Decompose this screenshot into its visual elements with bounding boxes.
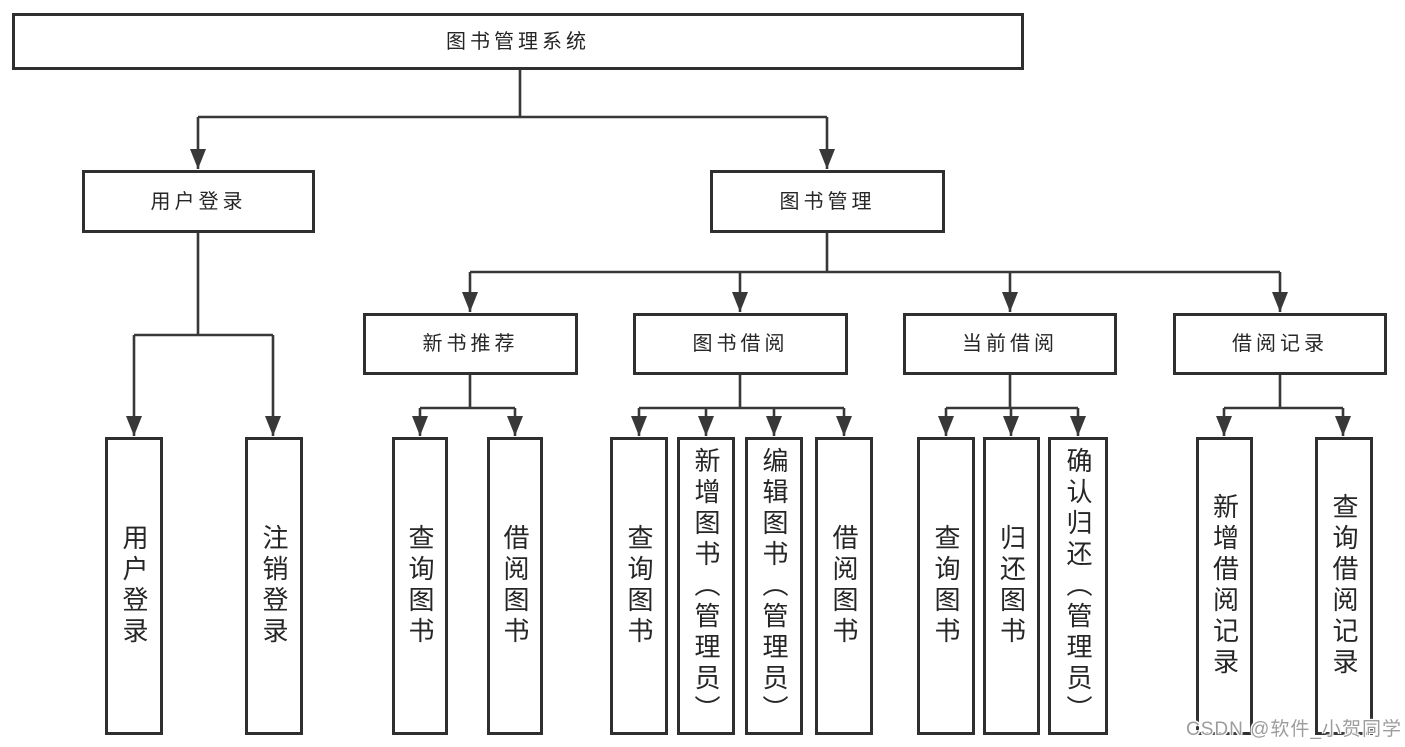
node-borrowing-records: 借阅记录: [1173, 313, 1387, 375]
node-user-login-label: 用户登录: [150, 190, 247, 213]
node-leaf-query-books-3: 查询图书: [917, 437, 975, 735]
node-leaf-borrow-books-1-label: 借阅图书: [500, 524, 530, 648]
node-leaf-query-books-2: 查询图书: [610, 437, 668, 735]
node-library-system-label: 图书管理系统: [446, 30, 590, 53]
node-leaf-logout: 注销登录: [245, 437, 303, 735]
node-new-book-recommend-label: 新书推荐: [422, 333, 519, 355]
connector-root-to-level2: [190, 70, 835, 169]
node-current-borrowing-label: 当前借阅: [962, 333, 1058, 355]
node-leaf-confirm-return-admin-label: 确认归还（管理员）: [1063, 446, 1093, 726]
node-leaf-return-books-label: 归还图书: [996, 524, 1027, 648]
node-book-management: 图书管理: [710, 170, 945, 233]
node-leaf-query-borrow-record: 查询借阅记录: [1315, 437, 1373, 735]
node-leaf-query-books-1-label: 查询图书: [405, 524, 435, 648]
node-leaf-borrow-books-2-label: 借阅图书: [829, 524, 859, 648]
node-leaf-borrow-books-1: 借阅图书: [487, 437, 543, 735]
connector-book-mgmt-to-level3: [462, 233, 1288, 312]
node-book-management-label: 图书管理: [779, 190, 876, 213]
connector-book-borrow-to-leaves: [631, 375, 852, 436]
node-leaf-add-books-admin-label: 新增图书（管理员）: [691, 446, 721, 726]
node-leaf-edit-books-admin: 编辑图书（管理员）: [745, 437, 803, 735]
node-current-borrowing: 当前借阅: [903, 313, 1117, 375]
node-book-borrowing: 图书借阅: [633, 313, 848, 375]
node-leaf-query-books-3-label: 查询图书: [931, 524, 961, 648]
node-leaf-query-borrow-record-label: 查询借阅记录: [1329, 493, 1359, 679]
node-borrowing-records-label: 借阅记录: [1232, 333, 1328, 355]
node-leaf-add-borrow-record-label: 新增借阅记录: [1209, 493, 1240, 679]
connector-user-login-to-leaves: [126, 233, 281, 436]
node-leaf-borrow-books-2: 借阅图书: [815, 437, 873, 735]
node-leaf-query-books-1: 查询图书: [392, 437, 448, 735]
connector-new-books-to-leaves: [412, 375, 523, 436]
csdn-watermark: CSDN @软件_小贺同学: [1186, 719, 1402, 740]
connector-current-borrow-to-leaves: [938, 375, 1086, 436]
node-leaf-add-books-admin: 新增图书（管理员）: [677, 437, 735, 735]
node-leaf-confirm-return-admin: 确认归还（管理员）: [1048, 437, 1108, 735]
node-leaf-user-login: 用户登录: [105, 437, 163, 735]
node-leaf-return-books: 归还图书: [983, 437, 1040, 735]
node-user-login: 用户登录: [82, 170, 315, 233]
node-leaf-add-borrow-record: 新增借阅记录: [1196, 437, 1253, 735]
node-leaf-edit-books-admin-label: 编辑图书（管理员）: [759, 446, 789, 726]
node-leaf-user-login-label: 用户登录: [119, 524, 149, 648]
node-library-system: 图书管理系统: [12, 13, 1024, 70]
node-book-borrowing-label: 图书借阅: [692, 333, 789, 355]
node-leaf-logout-label: 注销登录: [259, 524, 289, 648]
node-new-book-recommend: 新书推荐: [363, 313, 578, 375]
connector-borrow-records-to-leaves: [1216, 375, 1351, 436]
node-leaf-query-books-2-label: 查询图书: [624, 524, 654, 648]
